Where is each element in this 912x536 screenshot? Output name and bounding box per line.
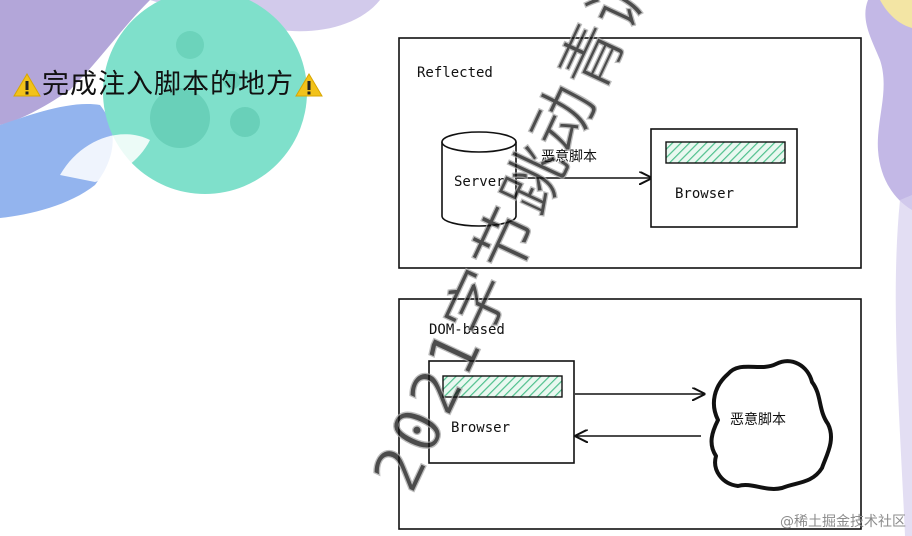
- crater-3: [223, 71, 241, 89]
- reflected-frame: [398, 37, 862, 269]
- malicious-script-cloud: 恶意脚本: [709, 359, 833, 491]
- cloud-label: 恶意脚本: [730, 411, 786, 428]
- slide-title: 完成注入脚本的地方: [12, 62, 324, 101]
- right-purple-blob: [865, 0, 912, 210]
- teal-planet: [103, 0, 307, 194]
- reflected-panel: Reflected Server 恶意脚本 Browser: [398, 37, 862, 269]
- address-bar: [442, 375, 563, 398]
- reflected-browser: Browser: [650, 128, 798, 228]
- address-bar: [665, 141, 786, 164]
- dom-based-label: DOM-based: [429, 322, 505, 338]
- right-bottom-purple: [895, 195, 912, 536]
- reflected-label: Reflected: [417, 65, 493, 81]
- server-label: Server: [454, 174, 505, 190]
- dom-browser: Browser: [428, 360, 575, 464]
- slide-title-text: 完成注入脚本的地方: [42, 69, 294, 100]
- warning-icon: [13, 73, 41, 97]
- dom-based-panel: DOM-based Browser 恶意脚本: [398, 298, 862, 530]
- server-database: Server: [441, 131, 517, 227]
- dom-browser-label: Browser: [451, 420, 510, 436]
- reflected-edge-label: 恶意脚本: [541, 148, 597, 165]
- warning-icon: [295, 73, 323, 97]
- white-swirl: [60, 134, 150, 182]
- crater-4: [176, 31, 204, 59]
- blue-blob: [0, 104, 113, 218]
- crater-2: [230, 107, 260, 137]
- source-credit: @稀土掘金技术社区: [780, 514, 906, 530]
- dom-based-frame: [398, 298, 862, 530]
- yellow-blob: [880, 0, 912, 28]
- crater-1: [150, 88, 210, 148]
- reflected-browser-label: Browser: [675, 186, 734, 202]
